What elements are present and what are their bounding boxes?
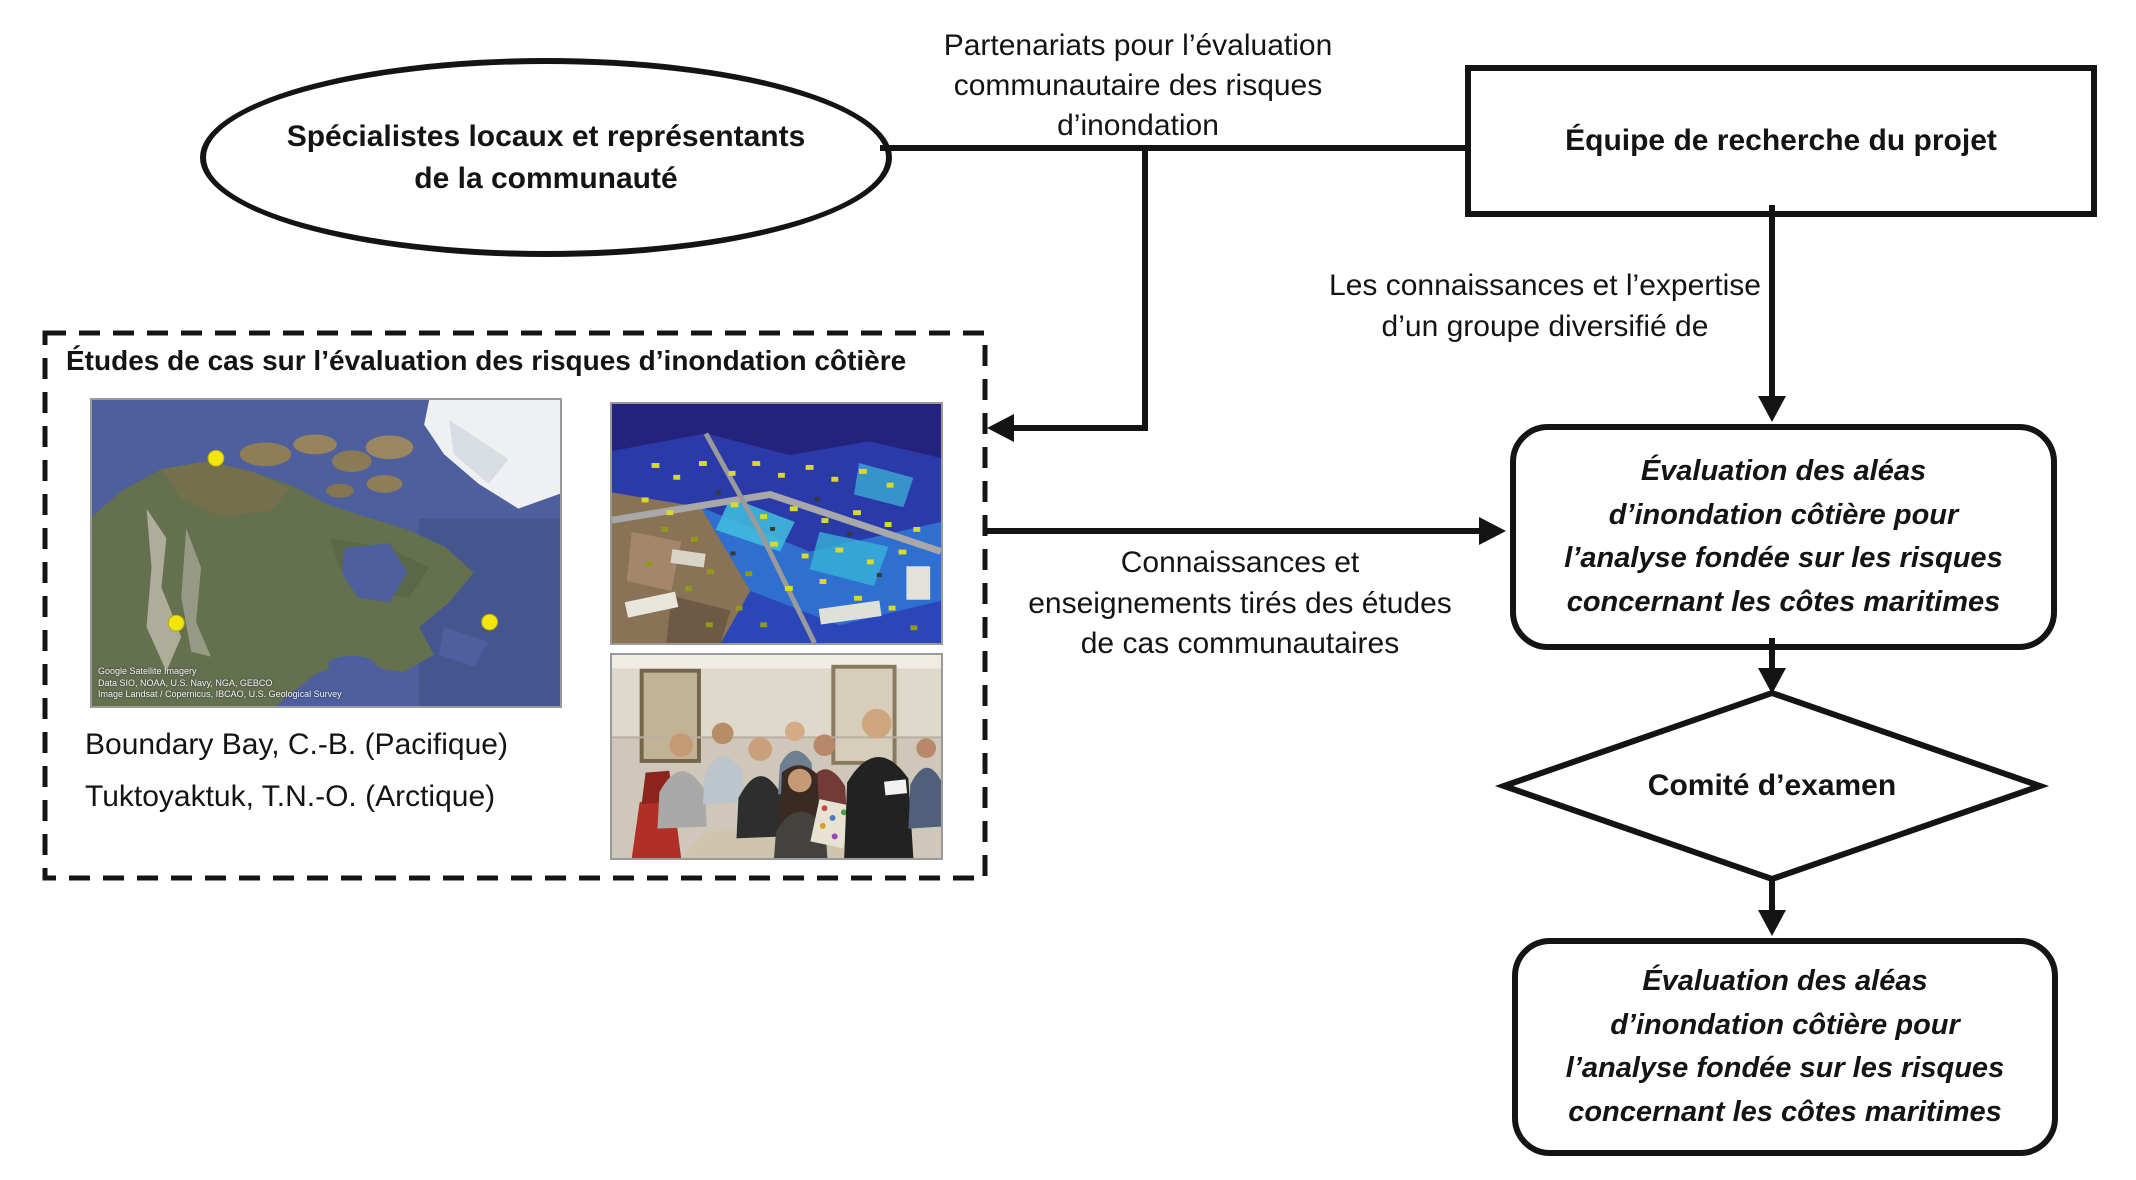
partnership-label: Partenariats pour l’évaluation communaut… <box>860 26 1416 146</box>
hazard-assessment-box-bottom: Évaluation des aléas d’inondation côtièr… <box>1512 938 2058 1156</box>
arrowhead-left-panel <box>987 414 1014 442</box>
canada-map-graphic <box>92 400 560 706</box>
assessment-top-line-3: l’analyse fondée sur les risques <box>1564 542 2003 574</box>
case-knowledge-line-2: enseignements tirés des études <box>1028 586 1452 620</box>
assessment-bottom-line-1: Évaluation des aléas <box>1642 965 1928 997</box>
map-attribution-line-2: Data SIO, NOAA, U.S. Navy, NGA, GEBCO <box>98 677 273 688</box>
assessment-top-line-4: concernant les côtes maritimes <box>1566 585 2001 618</box>
case-studies-title: Études de cas sur l’évaluation des risqu… <box>66 345 907 376</box>
assessment-top-line-1: Évaluation des aléas <box>1640 455 1927 487</box>
meeting-photo-graphic <box>612 655 941 858</box>
canada-map-image: Google Satellite Imagery Data SIO, NOAA,… <box>90 398 562 708</box>
map-marker-tuktoyaktuk <box>207 449 225 467</box>
map-attribution-line-1: Google Satellite Imagery <box>98 666 197 677</box>
hazard-assessment-box-top: Évaluation des aléas d’inondation côtièr… <box>1510 424 2057 650</box>
community-specialists-text: Spécialistes locaux et représentants de … <box>287 116 806 200</box>
knowledge-expertise-label: Les connaissances et l’expertise d’un gr… <box>1245 266 1845 347</box>
knowledge-line-2: d’un groupe diversifié de <box>1381 309 1709 343</box>
partnership-line-2: communautaire des risques <box>953 68 1323 102</box>
meeting-photo-image <box>610 653 943 860</box>
arrowhead-down-assessment <box>1758 396 1786 422</box>
case-knowledge-line-1: Connaissances et <box>1120 546 1360 579</box>
research-team-label: Équipe de recherche du projet <box>1565 124 1997 157</box>
arrowhead-down-assessment2 <box>1758 910 1786 936</box>
arrow-partnership-to-panel <box>1012 148 1148 431</box>
community-specialists-ellipse: Spécialistes locaux et représentants de … <box>200 58 892 257</box>
arrowhead-down-committee <box>1758 668 1786 694</box>
case-knowledge-line-3: de cas communautaires <box>1080 627 1400 660</box>
review-committee-label: Comité d’examen <box>1647 769 1897 802</box>
map-attribution: Google Satellite Imagery Data SIO, NOAA,… <box>98 666 342 700</box>
research-team-box: Équipe de recherche du projet <box>1465 65 2097 217</box>
map-marker-east-coast <box>481 613 499 631</box>
assessment-bottom-line-4: concernant les côtes maritimes <box>1568 1095 2002 1128</box>
flood-map-image <box>610 402 943 645</box>
map-attribution-line-3: Image Landsat / Copernicus, IBCAO, U.S. … <box>98 688 342 699</box>
ellipse-line-2: de la communauté <box>414 161 678 195</box>
map-marker-boundary-bay <box>167 614 185 632</box>
flood-map-graphic <box>612 404 941 643</box>
location-label-tuktoyaktuk: Tuktoyaktuk, T.N.-O. (Arctique) <box>85 780 496 813</box>
case-knowledge-label: Connaissances et enseignements tirés des… <box>950 543 1530 665</box>
arrowhead-right-assessment <box>1479 517 1506 545</box>
knowledge-line-1: Les connaissances et l’expertise <box>1329 269 1761 302</box>
partnership-line-3: d’inondation <box>1057 108 1219 142</box>
assessment-bottom-line-3: l’analyse fondée sur les risques <box>1565 1052 2005 1084</box>
partnership-line-1: Partenariats pour l’évaluation <box>943 29 1333 62</box>
ellipse-line-1: Spécialistes locaux et représentants <box>286 119 806 153</box>
assessment-bottom-line-2: d’inondation côtière pour <box>1610 1008 1960 1041</box>
assessment-top-line-2: d’inondation côtière pour <box>1608 498 1959 531</box>
location-label-boundary-bay: Boundary Bay, C.-B. (Pacifique) <box>85 728 508 761</box>
